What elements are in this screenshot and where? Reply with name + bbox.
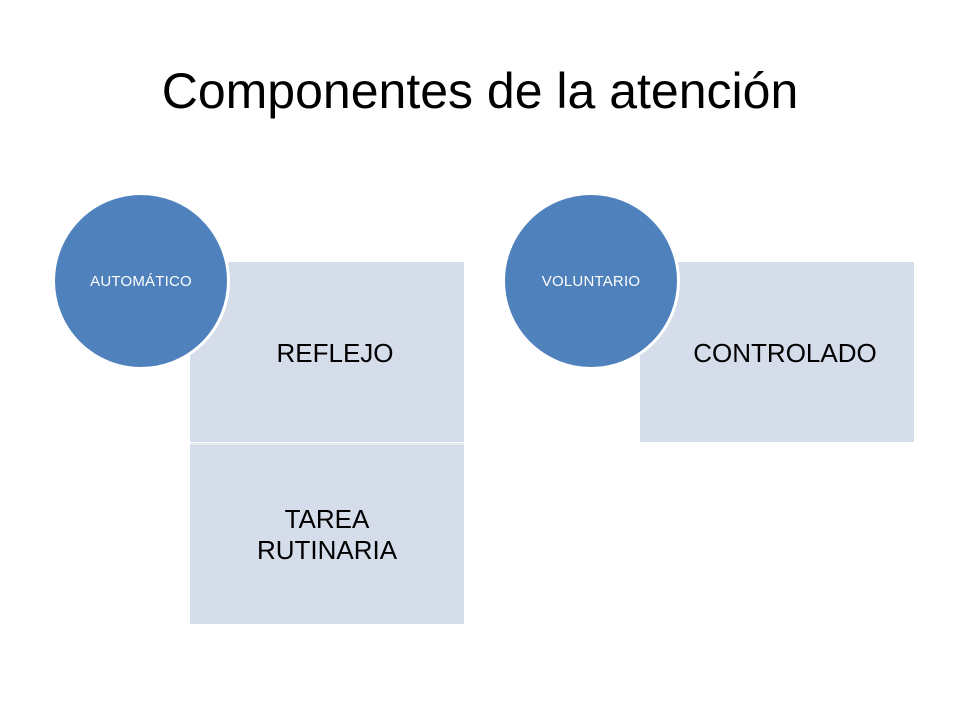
item-box-reflejo: REFLEJO: [190, 262, 464, 442]
item-box-controlado: CONTROLADO: [640, 262, 914, 442]
item-box-tarea-rutinaria: TAREA RUTINARIA: [190, 443, 464, 624]
item-label: REFLEJO: [276, 337, 394, 368]
circle-label-automatico: AUTOMÁTICO: [52, 192, 230, 370]
item-label: CONTROLADO: [693, 337, 877, 368]
circle-label-voluntario: VOLUNTARIO: [502, 192, 680, 370]
item-label: TAREA RUTINARIA: [256, 503, 398, 565]
circle-label: VOLUNTARIO: [541, 272, 641, 290]
circle-label: AUTOMÁTICO: [90, 272, 192, 290]
slide-title: Componentes de la atención: [161, 63, 799, 119]
